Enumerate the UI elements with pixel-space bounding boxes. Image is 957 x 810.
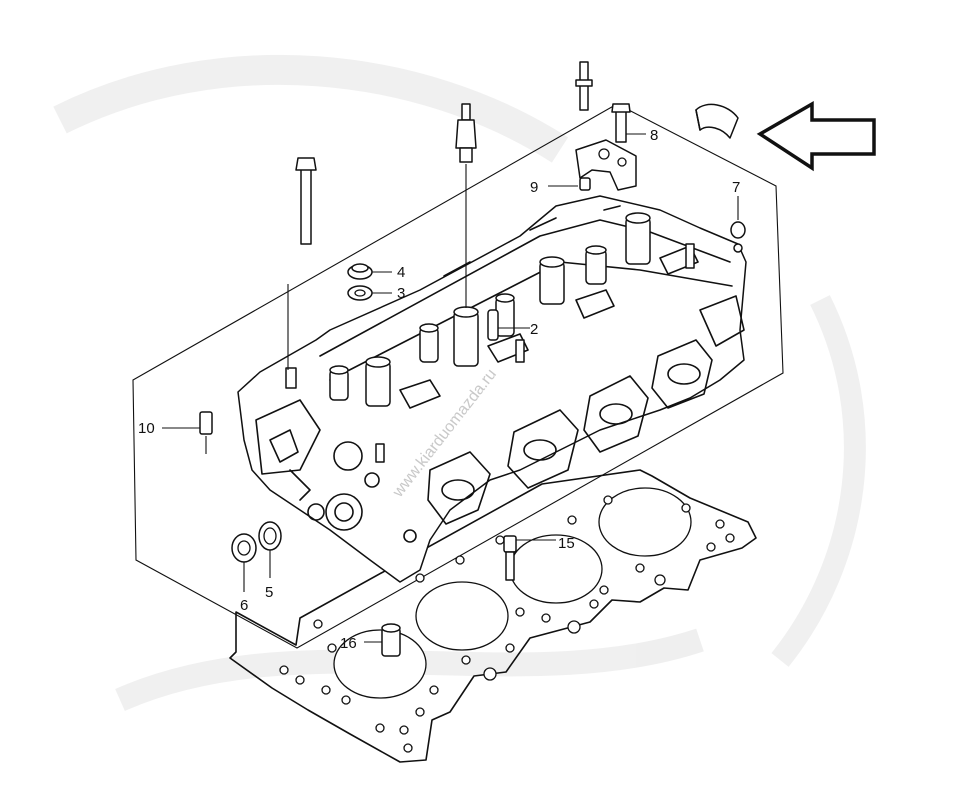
callout-2: 2: [530, 321, 538, 338]
part-7-seal: [730, 196, 746, 253]
callout-labels: 2 3 4 5 6 7 8 9 10 15 16: [138, 127, 740, 652]
part-4-cap: [347, 263, 392, 280]
part-camshaft-cap: [575, 139, 637, 191]
part-5-seal: [258, 521, 282, 578]
callout-16: 16: [340, 635, 357, 652]
callout-6: 6: [240, 597, 248, 614]
callout-7: 7: [732, 179, 740, 196]
part-3-washer: [347, 285, 392, 301]
part-6-plug: [231, 533, 257, 592]
callout-9: 9: [530, 179, 538, 196]
callout-3: 3: [397, 285, 405, 302]
part-15-bolt: [503, 535, 556, 581]
part-half-moon-seal: [695, 103, 739, 139]
pointer-arrow: [756, 100, 876, 172]
part-2-valve: [487, 309, 530, 341]
callout-10: 10: [138, 420, 155, 437]
cylinder-head: [237, 195, 747, 583]
part-spark-plug: [455, 103, 477, 308]
part-16-dowel: [364, 623, 401, 657]
part-9-dowel: [548, 177, 591, 191]
callout-8: 8: [650, 127, 658, 144]
part-8-bolt: [611, 103, 646, 143]
callout-4: 4: [397, 264, 405, 281]
callout-5: 5: [265, 584, 273, 601]
part-head-bolt: [287, 157, 317, 370]
callout-15: 15: [558, 535, 575, 552]
part-10-plug: [162, 411, 213, 454]
part-stud-bolt: [575, 61, 593, 111]
head-gasket: [229, 469, 757, 763]
